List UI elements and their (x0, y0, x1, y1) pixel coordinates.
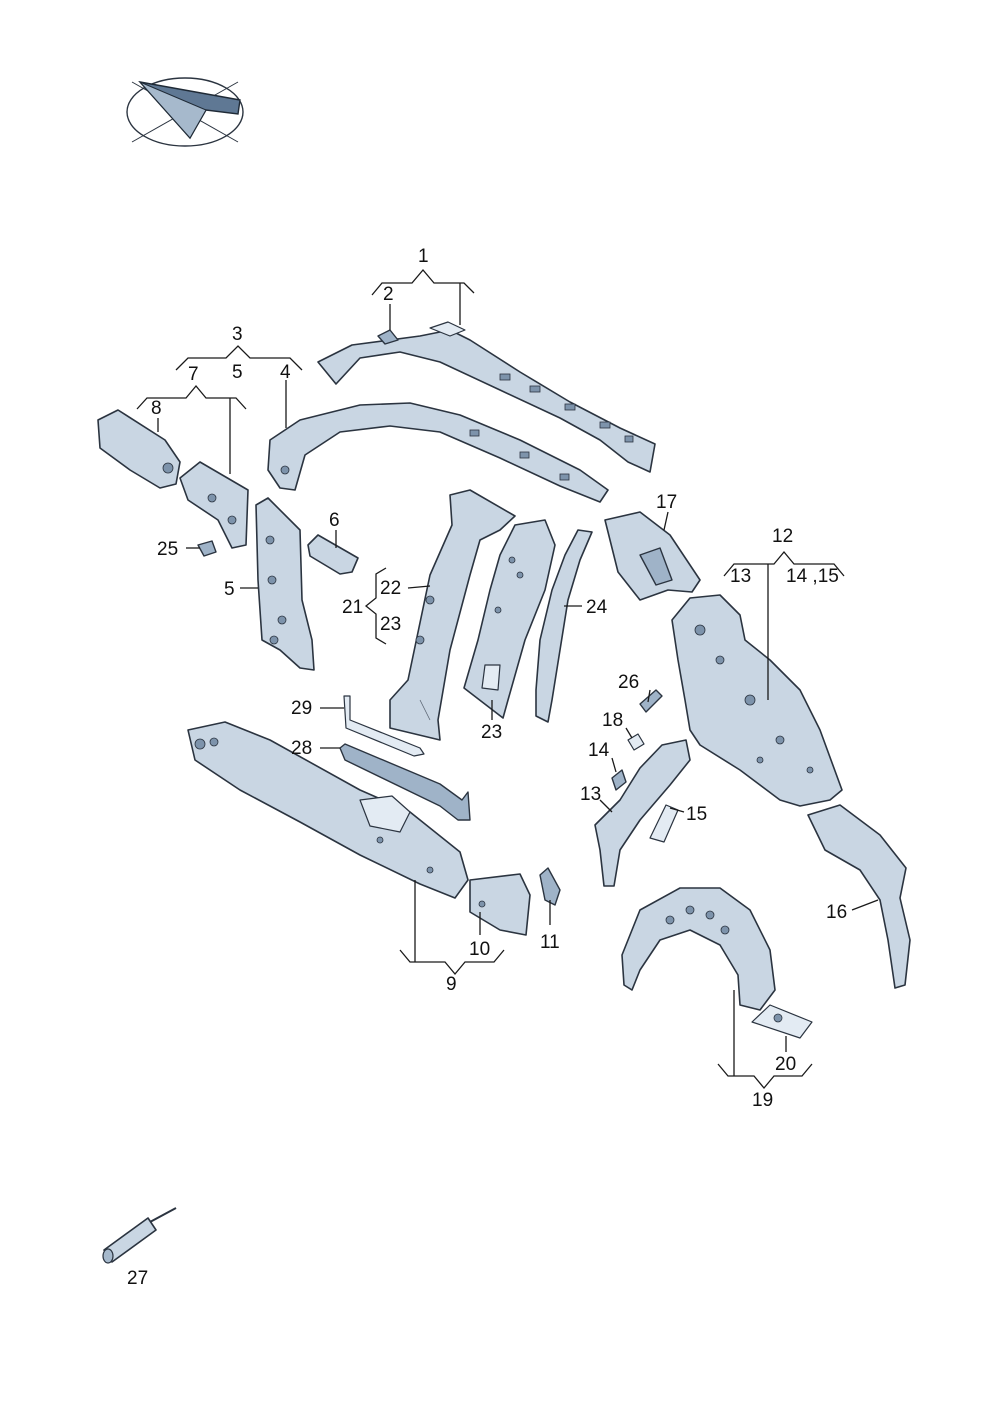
part-19-wheel-housing (621, 887, 776, 1011)
part-15-strut (649, 804, 679, 843)
part-12-rear-wheel-house-inner (671, 594, 843, 807)
label-part-21: 21 (342, 597, 363, 618)
part-5-a-pillar-lower (255, 497, 315, 671)
label-part-9: 9 (446, 974, 457, 995)
label-part-3: 3 (232, 324, 243, 345)
part-24-b-pillar-reinforcement (535, 529, 593, 723)
label-part-29: 29 (291, 698, 312, 719)
label-part-26: 26 (618, 672, 639, 693)
part-4-inner-roof-rail (267, 402, 609, 503)
part-8-a-pillar-reinforcement (97, 409, 181, 489)
label-part-19: 19 (752, 1090, 773, 1111)
label-part-18: 18 (602, 710, 623, 731)
part-10-sill-end-piece (469, 873, 531, 936)
part-16-rear-panel-extension (807, 804, 911, 989)
part-25-screw (197, 540, 217, 557)
label-part-12: 12 (772, 526, 793, 547)
label-part-20: 20 (775, 1054, 796, 1075)
label-part-5: 5 (224, 579, 235, 600)
part-22-b-pillar-outer (389, 489, 516, 741)
part-1-roof-frame-rail (317, 321, 656, 473)
label-part-22: 22 (380, 578, 401, 599)
label-part-24: 24 (586, 597, 608, 618)
label-part-6: 6 (329, 510, 340, 531)
part-20-mounting-plate (751, 1004, 813, 1039)
label-part-14: 14 (588, 740, 610, 761)
leader-lines (136, 268, 879, 1090)
part-11-clip (539, 867, 561, 906)
part-26-bracket (639, 689, 663, 713)
label-part-11: 11 (540, 932, 560, 953)
label-part-17: 17 (656, 492, 677, 513)
label-part-4: 4 (280, 362, 291, 383)
label-part-25: 25 (157, 539, 178, 560)
label-part-7: 7 (188, 364, 199, 385)
part-2-bracket (377, 329, 399, 345)
label-part-23: 23 (481, 722, 502, 743)
part-6-bracket (307, 534, 359, 575)
label-part-27: 27 (127, 1268, 148, 1289)
label-part-28: 28 (291, 738, 312, 759)
callout-labels: 1 2 3 5 4 7 8 6 25 5 22 21 23 24 29 23 2… (127, 246, 847, 1289)
part-17-reinforcement (604, 511, 701, 601)
label-part-1: 1 (418, 246, 429, 267)
vehicle-orientation-arrow-icon (126, 77, 244, 147)
label-part-13: 13 (580, 784, 601, 805)
sealant-cartridge-icon (102, 1207, 177, 1264)
part-9-side-sill (187, 721, 469, 899)
part-13-c-pillar-reinforcement (594, 739, 691, 887)
part-14-bracket (611, 769, 627, 791)
part-28-sill-reinforcement (339, 743, 471, 821)
label-part-15: 15 (686, 804, 707, 825)
label-part-23-group: 23 (380, 614, 401, 635)
part-29-bracket (343, 695, 425, 757)
label-part-16: 16 (826, 902, 847, 923)
label-part-13-group: 13 (730, 566, 751, 587)
label-part-10: 10 (469, 939, 490, 960)
label-part-14-15-group: 14 ,15 (786, 566, 839, 587)
label-part-5-group: 5 (232, 362, 243, 383)
part-7-bracket-plate (179, 461, 249, 549)
part-23-b-pillar-inner (463, 519, 556, 719)
label-part-8: 8 (151, 398, 162, 419)
label-part-2: 2 (383, 284, 394, 305)
